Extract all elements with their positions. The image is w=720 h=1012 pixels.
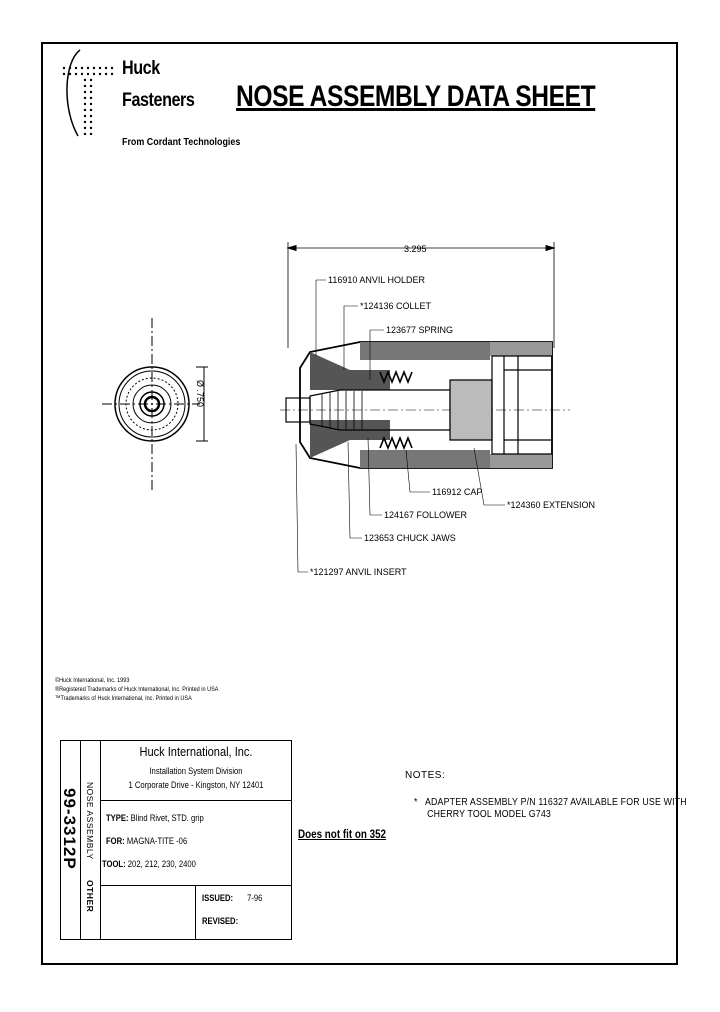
diameter-label: Ø .750 (195, 380, 205, 407)
brand-tagline: From Cordant Technologies (122, 136, 241, 148)
trademark-line: ™Trademarks of Huck International, Inc. … (55, 695, 192, 702)
type-label: TYPE: (106, 813, 129, 823)
page-title: NOSE ASSEMBLY DATA SHEET (236, 80, 596, 113)
callout-extension: *124360 EXTENSION (507, 500, 595, 510)
section-view (280, 341, 570, 469)
category-label: NOSE ASSEMBLY (85, 782, 95, 860)
copyright-line: ©Huck International, Inc. 1993 (55, 677, 130, 684)
brand-name-line2: Fasteners (122, 90, 195, 111)
overall-length-label: 3.295 (404, 244, 427, 254)
company-name: Huck International, Inc. (139, 744, 253, 759)
brand-name-line1: Huck (122, 58, 160, 79)
company-address: 1 Corporate Drive - Kingston, NY 12401 (128, 780, 264, 790)
nose-assembly-drawing: Ø .750 3.295 (102, 242, 595, 577)
overall-dimension (286, 242, 556, 348)
issued-value: 7-96 (247, 893, 263, 903)
for-label: FOR: (106, 836, 125, 846)
for-value: MAGNA-TITE -06 (126, 836, 188, 846)
trademark-line: ®Registered Trademarks of Huck Internati… (55, 686, 219, 693)
leader-lines (295, 279, 505, 573)
callout-follower: 124167 FOLLOWER (384, 510, 468, 520)
huck-logo-icon (62, 49, 114, 137)
callout-collet: *124136 COLLET (360, 301, 432, 311)
title-block (60, 740, 292, 940)
issued-label: ISSUED: (202, 893, 234, 903)
end-view (102, 318, 208, 490)
company-division: Installation System Division (149, 766, 243, 776)
sheet-border (41, 42, 678, 965)
tool-field: TOOL: 202, 212, 230, 2400 (102, 859, 196, 869)
compatibility-warning: Does not fit on 352 (298, 827, 387, 841)
tool-value: 202, 212, 230, 2400 (127, 859, 196, 869)
copyright-notice: ©Huck International, Inc. 1993 ®Register… (55, 676, 218, 703)
revised-label: REVISED: (202, 916, 239, 926)
callout-spring: 123677 SPRING (386, 325, 453, 335)
issued-field: ISSUED: 7-96 (202, 893, 262, 903)
callout-cap: 116912 CAP (432, 487, 482, 497)
revised-field: REVISED: (202, 916, 238, 926)
type-value: Blind Rivet, STD. grip (130, 813, 204, 823)
callout-anvil-insert: *121297 ANVIL INSERT (310, 567, 407, 577)
tool-label: TOOL: (102, 859, 126, 869)
type-field: TYPE: Blind Rivet, STD. grip (106, 813, 204, 823)
other-label: OTHER (85, 880, 95, 913)
note-item: * ADAPTER ASSEMBLY P/N 116327 AVAILABLE … (414, 797, 687, 820)
part-number: 99-3312P (60, 788, 79, 870)
notes-heading: NOTES: (405, 770, 446, 781)
callout-chuck-jaws: 123653 CHUCK JAWS (364, 533, 456, 543)
for-field: FOR: MAGNA-TITE -06 (106, 836, 187, 846)
callout-anvil-holder: 116910 ANVIL HOLDER (328, 275, 426, 285)
